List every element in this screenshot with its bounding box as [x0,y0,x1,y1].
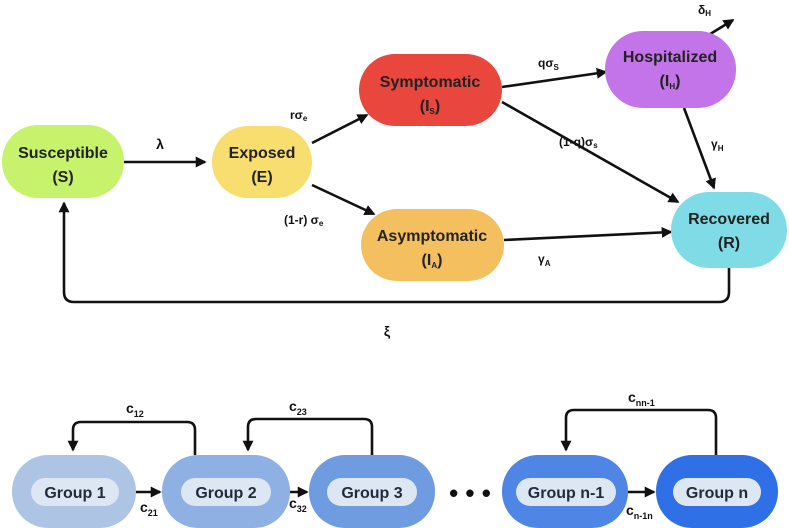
label-hospitalized-to-recovered: γH [711,137,724,153]
coef-cnn1: cnn-1 [628,389,655,408]
label-symptomatic-to-hospitalized: qσS [538,56,560,72]
group-n: Group n [656,455,778,528]
group-n-minus-1-inner [516,478,616,506]
node-recovered-shape [671,192,787,268]
label-waning-immunity: ξ [384,323,391,339]
edge-hospitalized-to-recovered [682,107,716,190]
node-susceptible-symbol: (S) [52,169,73,186]
node-symptomatic-symbol: (IS) [420,98,440,116]
label-exposed-to-asymptomatic: (1-r) σe [284,213,324,228]
edge-symptomatic-to-hospitalized [501,67,608,89]
node-exposed-shape [212,126,312,198]
group-edges [67,408,718,498]
edge-group2-to-group1 [67,420,197,455]
node-symptomatic: Symptomatic (IS) [359,54,502,126]
coef-c23: c23 [289,398,307,417]
node-symptomatic-shape [359,54,502,126]
label-symptomatic-to-recovered: (1-q)σs [559,135,598,150]
node-recovered-title: Recovered [688,211,770,228]
group-3-label: Group 3 [341,485,402,502]
edge-labels: λ rσe (1-r) σe qσS (1-q)σs δH γH γA ξ [156,3,724,339]
label-hospital-death: δH [698,3,711,18]
group-3-inner [327,478,417,506]
group-coefficients: c12 c23 cnn-1 c21 c32 cn-1n [126,389,655,521]
group-1-inner [31,478,119,506]
node-susceptible-title: Susceptible [18,145,108,162]
edge-asymptomatic-to-recovered [503,226,673,242]
group-1-label: Group 1 [44,485,105,502]
coef-c21: c21 [140,499,158,518]
coef-cn1n: cn-1n [626,502,653,521]
edge-symptomatic-to-recovered [501,100,680,204]
coef-c12: c12 [126,400,144,419]
label-infection-rate: λ [156,136,164,152]
node-recovered-symbol: (R) [718,235,740,252]
group-2-label: Group 2 [195,485,256,502]
node-hospitalized-shape [605,31,736,108]
node-exposed-symbol: (E) [251,169,272,186]
node-exposed-title: Exposed [229,145,296,162]
node-hospitalized: Hospitalized (IH) [605,31,736,108]
group-n-minus-1-label: Group n-1 [528,485,605,502]
label-exposed-to-symptomatic: rσe [290,108,308,123]
node-susceptible: Susceptible (S) [2,125,124,198]
node-susceptible-shape [2,125,124,198]
node-symptomatic-title: Symptomatic [380,74,481,91]
node-asymptomatic: Asymptomatic (IA) [361,209,504,281]
node-hospitalized-title: Hospitalized [623,49,717,66]
node-recovered: Recovered (R) [671,192,787,268]
node-asymptomatic-title: Asymptomatic [377,228,487,245]
edge-exposed-to-symptomatic [311,113,369,145]
node-hospitalized-symbol: (IH) [660,73,681,91]
group-3: Group 3 [309,455,435,528]
group-n-label: Group n [686,485,748,502]
edge-groupn-to-groupn1 [560,408,718,455]
coef-c32: c32 [289,495,307,514]
label-asymptomatic-to-recovered: γA [538,252,551,268]
edge-waning-immunity [58,201,731,304]
node-exposed: Exposed (E) [212,126,312,198]
edge-exposed-to-asymptomatic [311,183,376,216]
group-2: Group 2 [162,455,290,528]
edge-group3-to-group2 [242,417,374,455]
group-n-inner [673,478,761,506]
group-n-minus-1: Group n-1 [502,455,628,528]
group-1: Group 1 [12,455,136,528]
node-asymptomatic-symbol: (IA) [422,252,443,270]
node-asymptomatic-shape [361,209,504,281]
group-ellipsis: • • • [449,478,491,508]
group-2-inner [181,478,271,506]
